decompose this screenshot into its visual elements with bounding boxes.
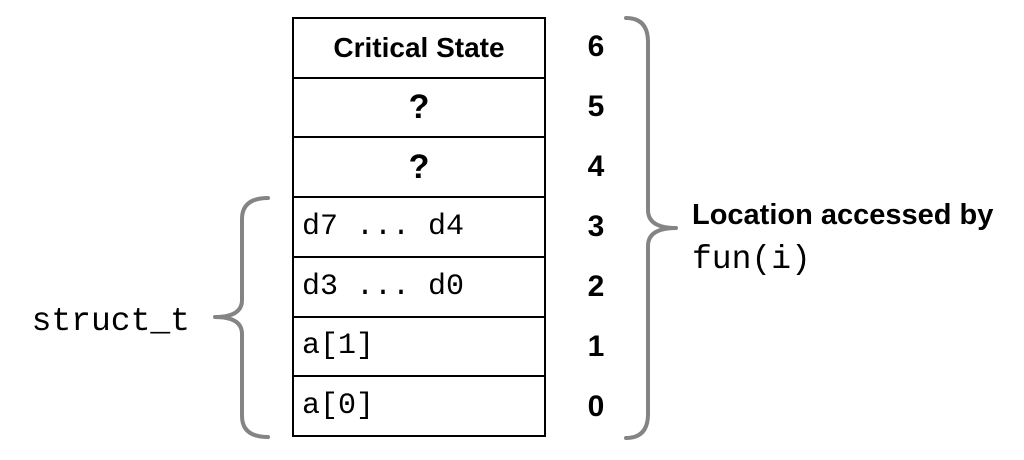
memory-cell-0: a[0] [294, 377, 544, 435]
address-index-2: 2 [587, 270, 605, 303]
address-index-5: 5 [587, 90, 605, 123]
memory-cell-label: d3 ... d0 [302, 269, 465, 304]
right-curly-brace-icon [624, 16, 678, 440]
memory-cell-label: d7 ... d4 [302, 210, 465, 245]
memory-cell-3: d7 ... d4 [294, 198, 544, 258]
address-index-3: 3 [587, 210, 605, 243]
fun-access-label-line2: fun(i) [692, 241, 811, 278]
memory-cell-1: a[1] [294, 318, 544, 378]
address-index-6: 6 [587, 30, 605, 63]
memory-cell-label: a[1] [302, 329, 375, 364]
memory-table: Critical State?? d7 ... d4 d3 ... d0 a[1] a[… [292, 17, 546, 437]
struct-t-label: struct_t [31, 303, 190, 340]
fun-access-label: Location accessed by fun(i) [692, 194, 1024, 282]
address-index-column: 6 5 4 3 2 1 0 [570, 17, 622, 437]
memory-cell-4: ? [294, 138, 544, 199]
memory-cell-label: ? [408, 147, 430, 186]
memory-cell-2: d3 ... d0 [294, 258, 544, 318]
memory-cell-label: Critical State [333, 31, 505, 63]
address-index-0: 0 [587, 390, 605, 423]
memory-cell-label: ? [408, 88, 430, 127]
address-index-4: 4 [587, 150, 605, 183]
left-curly-brace-icon [213, 196, 270, 439]
memory-cell-6: Critical State [294, 19, 544, 79]
address-index-1: 1 [587, 330, 605, 363]
memory-cell-label: a[0] [302, 389, 375, 424]
fun-access-label-line1: Location accessed by [692, 199, 994, 231]
memory-cell-5: ? [294, 79, 544, 139]
